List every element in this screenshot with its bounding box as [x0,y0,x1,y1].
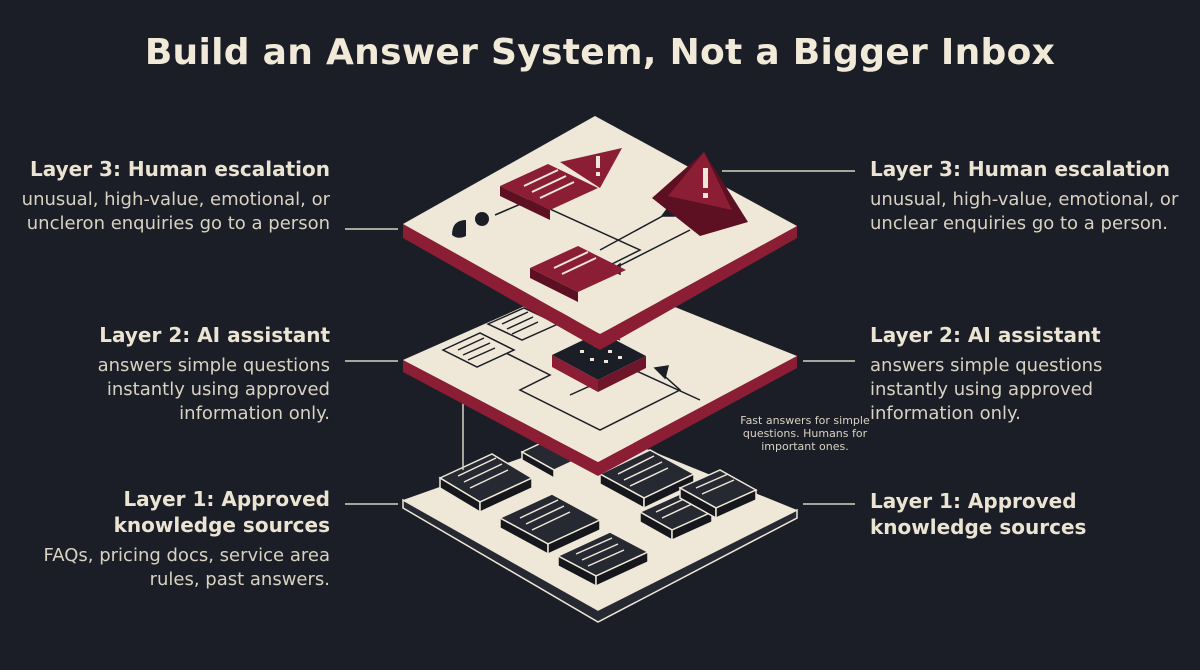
center-note: Fast answers for simple questions. Human… [740,414,870,453]
label-heading: Layer 1: Approved knowledge sources [113,487,330,537]
warning-icon [560,148,622,188]
label-heading: Layer 3: Human escalation [29,157,330,181]
warning-icon [652,152,748,236]
label-description: answers simple questions instantly using… [870,355,1103,424]
label-left-layer-3: Layer 3: Human escalation unusual, high-… [20,156,330,236]
label-left-layer-2: Layer 2: AI assistant answers simple que… [20,322,330,426]
label-right-layer-1: Layer 1: Approved knowledge sources [870,488,1180,540]
chat-bubble-icon [500,164,598,220]
document-icon [556,531,650,588]
document-icon [498,493,602,556]
label-heading: Layer 2: AI assistant [99,323,330,347]
label-heading: Layer 3: Human escalation [870,157,1171,181]
layer-3-plane [403,116,797,350]
document-icon [441,332,516,368]
document-icon [678,469,758,520]
label-left-layer-1: Layer 1: Approved knowledge sources FAQs… [20,486,330,592]
document-icon [438,453,534,514]
chat-bubble-icon [530,246,626,302]
label-description: answers simple questions instantly using… [97,355,330,424]
layer-1-documents [438,437,758,588]
page-title: Build an Answer System, Not a Bigger Inb… [144,32,1056,73]
label-description: unusual, high-value, emotional, or uncle… [870,189,1179,234]
person-icon [452,212,489,238]
label-heading: Layer 2: AI assistant [870,323,1101,347]
label-right-layer-3: Layer 3: Human escalation unusual, high-… [870,156,1180,236]
label-right-layer-2: Layer 2: AI assistant answers simple que… [870,322,1180,426]
layer-1-plane [402,430,798,623]
connector-lines [345,170,855,505]
document-icon [598,449,696,510]
label-description: FAQs, pricing docs, service area rules, … [43,545,330,590]
label-description: unusual, high-value, emotional, or uncle… [21,189,330,234]
label-heading: Layer 1: Approved knowledge sources [870,489,1087,539]
ai-chip-icon [552,332,646,392]
